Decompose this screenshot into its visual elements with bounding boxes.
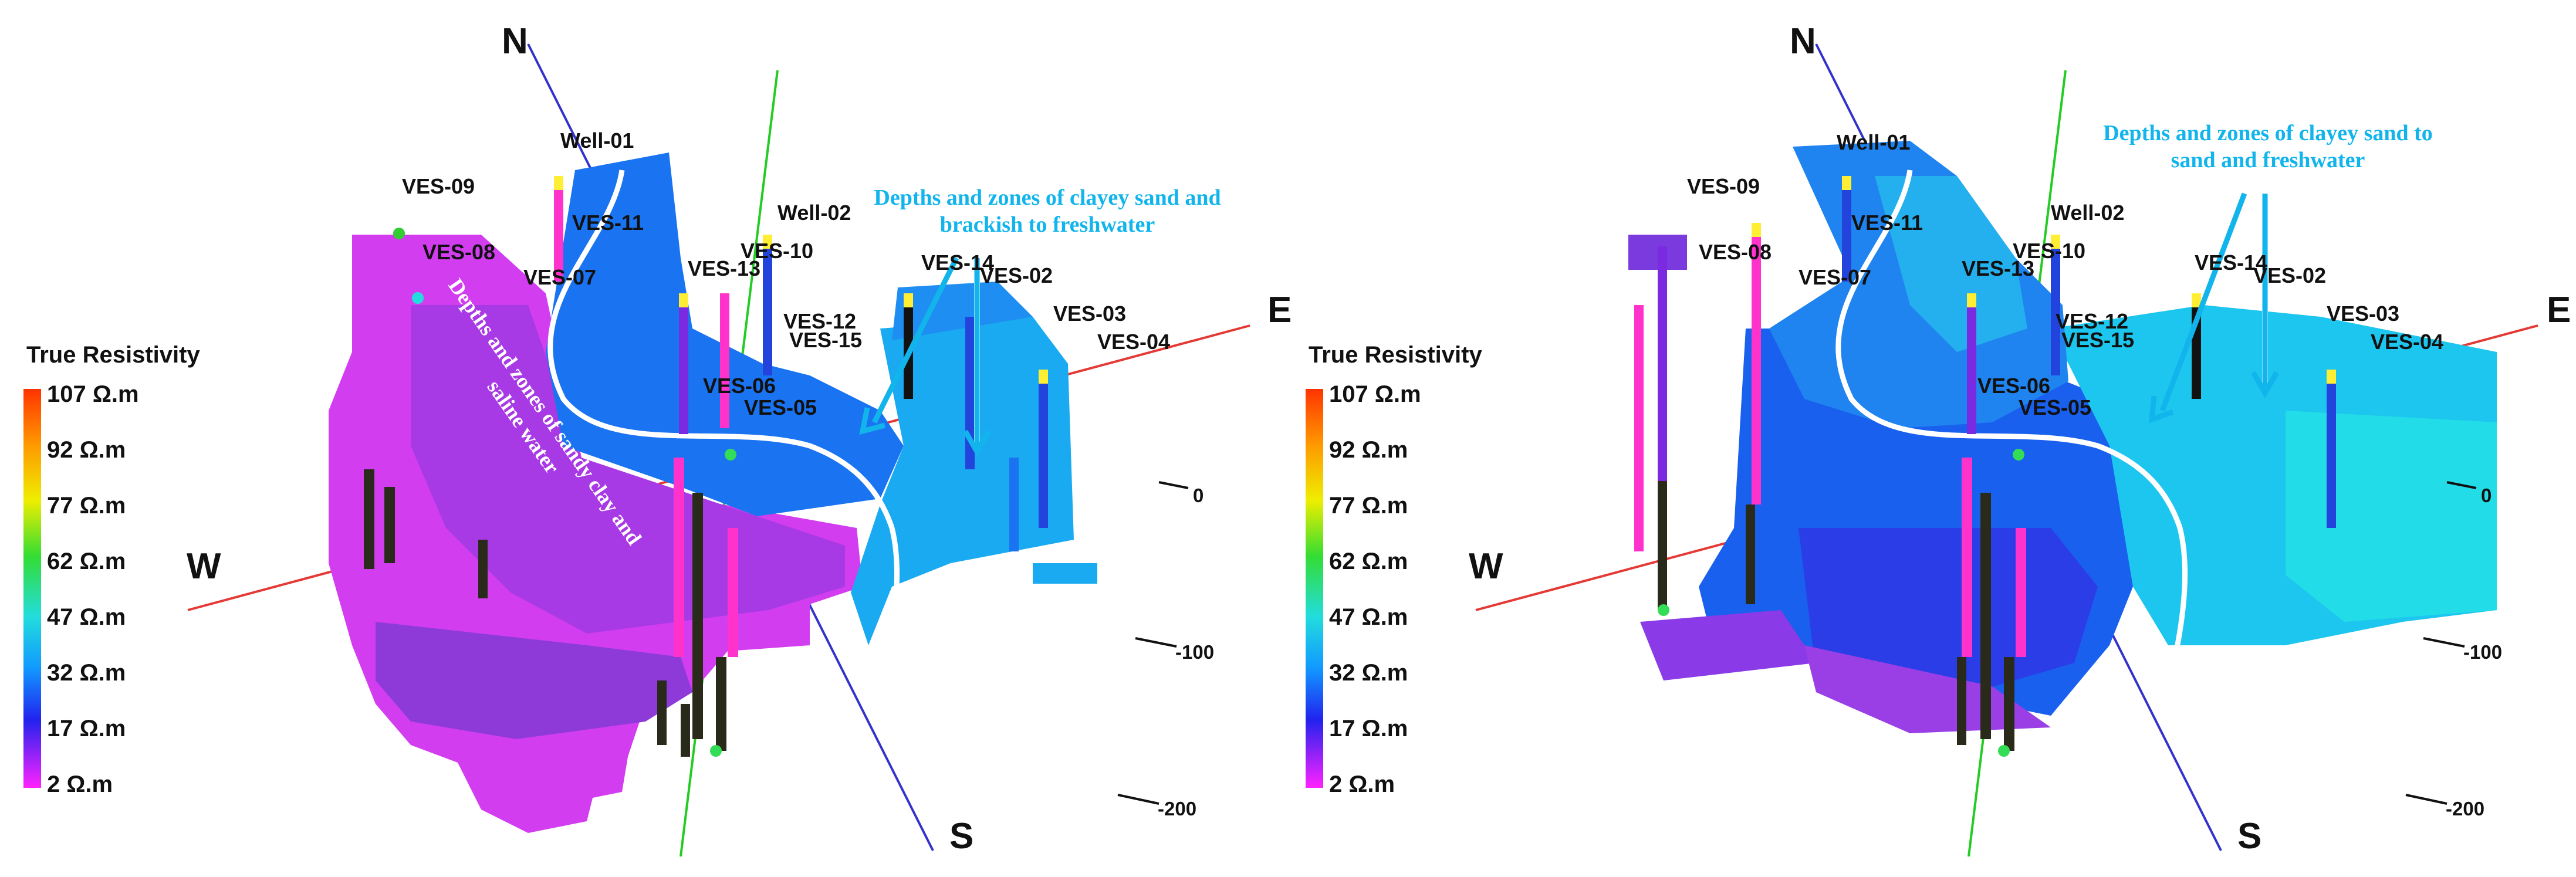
depth-tick-200-mark	[1117, 794, 1159, 805]
depth-tick-0-mark	[1158, 481, 1189, 489]
well-columns	[1634, 176, 2336, 757]
legend-tick: 92 Ω.m	[1329, 437, 1408, 463]
legend-tick: 32 Ω.m	[1329, 660, 1408, 686]
saline-zone-lower	[376, 622, 692, 739]
well-label: VES-06	[1977, 374, 2051, 398]
well-label: VES-08	[1699, 240, 1772, 264]
well-label: VES-03	[1053, 302, 1127, 326]
legend-tick: 107 Ω.m	[1329, 381, 1421, 407]
legend-tick: 47 Ω.m	[47, 604, 126, 630]
well-label: VES-04	[2371, 330, 2444, 354]
well-label: VES-10	[741, 239, 814, 263]
legend-tick: 107 Ω.m	[47, 381, 139, 407]
annotation-arrows	[859, 256, 991, 458]
well-label: VES-05	[2019, 395, 2092, 419]
well-label: Well-01	[560, 128, 634, 153]
well-label: VES-10	[2013, 239, 2086, 263]
legend-tick: 17 Ω.m	[47, 716, 126, 741]
legend-tick: 17 Ω.m	[1329, 716, 1408, 741]
compass-north: N	[1790, 21, 1816, 62]
compass-west: W	[187, 546, 221, 587]
depth-tick-label: 0	[2481, 485, 2492, 506]
annotation-arrows	[2148, 192, 2279, 424]
well-label: VES-07	[523, 265, 597, 289]
resistivity-model-left	[187, 43, 1250, 857]
legend-tick: 62 Ω.m	[1329, 548, 1408, 574]
depth-tick-label: -100	[2463, 641, 2503, 663]
model-panel-left: N S E W Well-01 VES-09 VES-08 VES-11 VES…	[23, 21, 1292, 857]
depth-tick-200-mark	[2405, 794, 2447, 805]
well-label: VES-12	[2056, 309, 2129, 333]
well-label: Well-01	[1837, 130, 1911, 154]
well-label: VES-02	[980, 263, 1053, 287]
annotation-sand-fresh: Depths and zones of clayey sand to sand …	[2103, 121, 2433, 172]
well-label: VES-14	[2195, 250, 2268, 275]
legend-color-bar	[1306, 389, 1323, 788]
legend-tick: 2 Ω.m	[47, 771, 113, 797]
depth-tick-label: -200	[2446, 798, 2485, 820]
well-label: VES-06	[703, 374, 776, 398]
depth-tick-0-mark	[2446, 481, 2477, 489]
legend-tick: 2 Ω.m	[1329, 771, 1395, 797]
upper-fresh-lobe-light	[1875, 176, 2027, 352]
fresh-zone-top	[892, 282, 1033, 340]
legend-color-bar	[23, 389, 41, 788]
legend-tick: 92 Ω.m	[47, 437, 126, 463]
legend-tick: 77 Ω.m	[47, 493, 126, 519]
well-columns	[364, 176, 1048, 757]
well-label: VES-11	[1851, 211, 1923, 235]
well-label: VES-07	[1799, 265, 1872, 289]
well-label: VES-12	[783, 309, 857, 333]
brackish-zone-block	[546, 153, 904, 516]
sand-fresh-shade	[2286, 411, 2497, 622]
legend-tick: 47 Ω.m	[1329, 604, 1408, 630]
compass-east: E	[1267, 290, 1292, 330]
well-label: VES-11	[572, 211, 644, 235]
compass-east: E	[2547, 290, 2571, 330]
legend-title: True Resistivity	[1309, 342, 1482, 368]
compass-north: N	[502, 21, 528, 62]
depth-tick-label: -100	[1175, 641, 1215, 663]
well-label: VES-13	[1962, 256, 2035, 280]
legend-tick: 32 Ω.m	[47, 660, 126, 686]
model-panel-right: N S E W Well-01 VES-09 VES-08 VES-11 VES…	[1288, 0, 2576, 877]
well-label: VES-09	[402, 174, 475, 198]
well-label: VES-08	[422, 240, 496, 264]
depth-tick-label: -200	[1158, 798, 1197, 820]
well-label: VES-02	[2253, 263, 2327, 287]
legend-tick: 62 Ω.m	[47, 548, 126, 574]
compass-south: S	[949, 816, 974, 856]
legend-title: True Resistivity	[26, 342, 200, 368]
depth-tick-100-mark	[1135, 637, 1177, 648]
fresh-zone-slab	[1033, 563, 1097, 584]
well-label: VES-04	[1097, 330, 1171, 354]
resistivity-model-right	[1475, 43, 2538, 857]
well-label: VES-09	[1687, 174, 1760, 198]
well-label: VES-15	[789, 328, 863, 352]
legend-tick: 77 Ω.m	[1329, 493, 1408, 519]
well-label: VES-05	[744, 395, 817, 419]
compass-south: S	[2237, 816, 2262, 856]
well-label: VES-15	[2061, 328, 2135, 352]
compass-west: W	[1469, 546, 1503, 587]
interpreted-boundary	[547, 170, 900, 663]
annotation-brackish-fresh: Depths and zones of clayey sand and brac…	[874, 185, 1221, 237]
well-label: VES-03	[2327, 302, 2400, 326]
interpreted-boundary	[1835, 170, 2188, 663]
well-label: VES-14	[921, 250, 995, 275]
well-label: Well-02	[777, 201, 851, 225]
depth-tick-100-mark	[2423, 637, 2465, 648]
depth-tick-label: 0	[1193, 485, 1204, 506]
well-label: Well-02	[2051, 201, 2125, 225]
well-label: VES-13	[688, 256, 761, 280]
saline-remnant	[1640, 610, 1816, 680]
